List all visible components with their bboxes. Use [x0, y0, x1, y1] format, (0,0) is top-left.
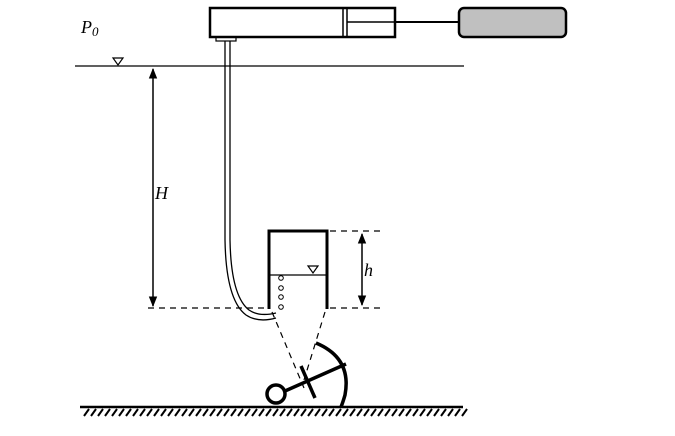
height-label: h	[364, 260, 373, 280]
hatch-mark	[328, 408, 335, 417]
reference-lines	[148, 230, 382, 389]
hatch-mark	[440, 408, 447, 417]
hatch-mark	[153, 408, 160, 417]
hatch-mark	[181, 408, 188, 417]
hatch-mark	[405, 408, 412, 417]
hatch-mark	[230, 408, 237, 417]
air-bubbles	[278, 275, 284, 310]
hatch-mark	[132, 408, 139, 417]
hatch-mark	[90, 408, 97, 417]
hatch-mark	[426, 408, 433, 417]
hatch-mark	[314, 408, 321, 417]
hatch-mark	[272, 408, 279, 417]
hatch-mark	[202, 408, 209, 417]
hatch-mark	[111, 408, 118, 417]
hatch-mark	[321, 408, 328, 417]
hatch-mark	[125, 408, 132, 417]
hatch-mark	[356, 408, 363, 417]
depth-label: H	[154, 183, 169, 203]
hatch-mark	[412, 408, 419, 417]
hatch-mark	[419, 408, 426, 417]
hatch-mark	[335, 408, 342, 417]
hatch-mark	[160, 408, 167, 417]
hatch-mark	[391, 408, 398, 417]
hatch-mark	[461, 408, 468, 417]
hatch-mark	[447, 408, 454, 417]
hatch-mark	[188, 408, 195, 417]
hatch-mark	[454, 408, 461, 417]
hatch-mark	[195, 408, 202, 417]
hatch-mark	[398, 408, 405, 417]
hatch-mark	[307, 408, 314, 417]
hatch-mark	[83, 408, 90, 417]
hatch-mark	[167, 408, 174, 417]
hatch-mark	[384, 408, 391, 417]
hatch-mark	[209, 408, 216, 417]
hatch-mark	[279, 408, 286, 417]
hatch-mark	[300, 408, 307, 417]
pressure-instrument	[208, 6, 397, 42]
hatch-mark	[433, 408, 440, 417]
air-tube	[224, 41, 277, 321]
water-level-marker-icon	[111, 57, 125, 67]
hatch-mark	[363, 408, 370, 417]
hatch-mark	[377, 408, 384, 417]
hatch-mark	[370, 408, 377, 417]
hatch-mark	[118, 408, 125, 417]
hatch-mark	[237, 408, 244, 417]
inner-water-level-marker-icon	[306, 265, 320, 275]
gauge-display	[457, 6, 568, 39]
anchor-icon	[265, 341, 348, 408]
p0-label: P0	[80, 17, 99, 39]
hatch-mark	[258, 408, 265, 417]
hatch-mark	[293, 408, 300, 417]
hatch-mark	[265, 408, 272, 417]
hatch-mark	[216, 408, 223, 417]
hatch-mark	[349, 408, 356, 417]
hatch-mark	[139, 408, 146, 417]
hatch-mark	[342, 408, 349, 417]
hatch-mark	[251, 408, 258, 417]
hatch-mark	[223, 408, 230, 417]
hatch-mark	[104, 408, 111, 417]
hatch-mark	[244, 408, 251, 417]
hatch-mark	[286, 408, 293, 417]
hatch-mark	[97, 408, 104, 417]
seabed	[80, 405, 468, 417]
inverted-cylinder	[267, 229, 329, 309]
hatch-mark	[146, 408, 153, 417]
hatch-mark	[174, 408, 181, 417]
